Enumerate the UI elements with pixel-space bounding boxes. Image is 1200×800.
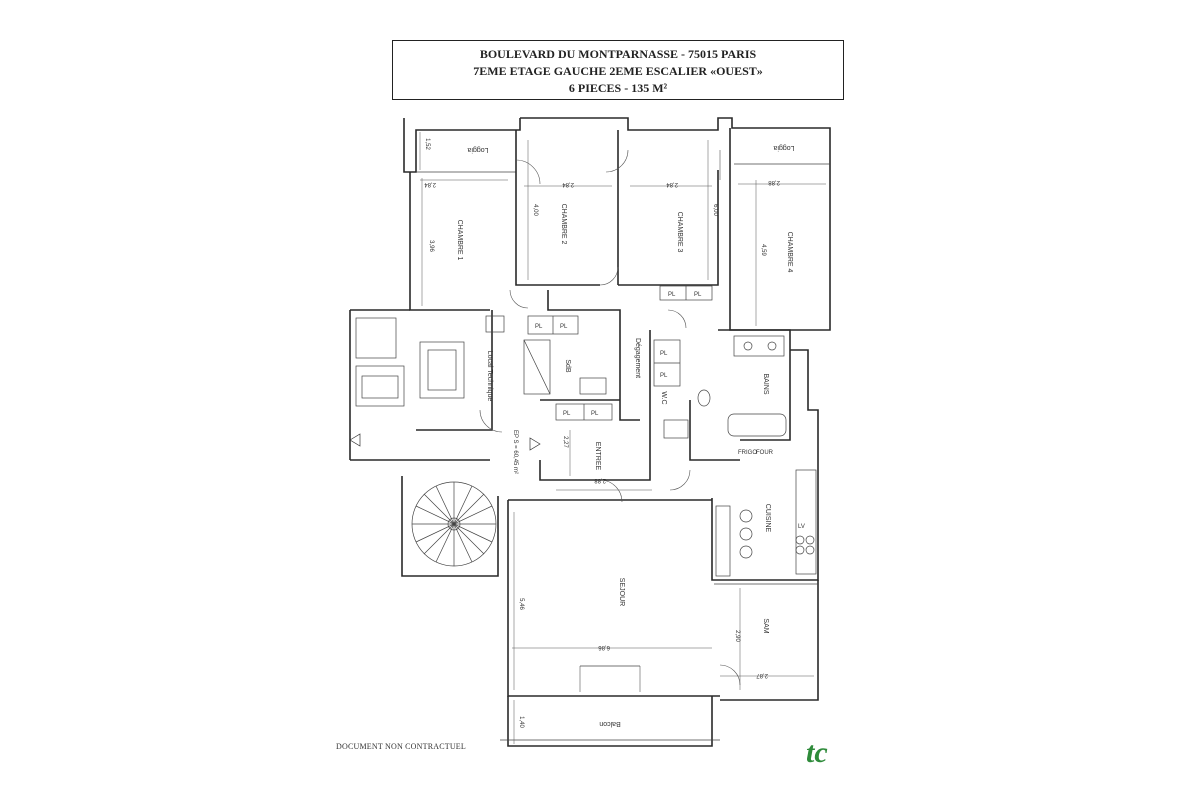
closet-tag: PL	[563, 411, 571, 417]
closet-tag: PL	[591, 411, 599, 417]
label-local-technique: Local Technique	[486, 351, 493, 402]
label-cuisine: CUISINE	[764, 504, 771, 533]
closet-tag: PL	[668, 292, 676, 298]
label-chambre-3: CHAMBRE 3	[676, 212, 683, 253]
label-loggia-left: Loggia	[467, 146, 488, 153]
label-chambre-1: CHAMBRE 1	[456, 220, 463, 261]
dim-ch1-depth: 3,96	[428, 240, 434, 252]
closet-tag: PL	[660, 373, 668, 379]
dim-sam-width: 2,87	[756, 672, 768, 678]
label-degagement: Dégagement	[634, 338, 641, 378]
kitchen-equipment	[714, 469, 818, 585]
dim-sam-depth: 2,90	[734, 630, 740, 642]
label-loggia-right: Loggia	[773, 144, 794, 151]
closet-tag: PL	[660, 351, 668, 357]
label-palier: EP S = 60,45 m²	[512, 430, 518, 474]
dim-entree-width: 2,88	[594, 477, 606, 483]
dim-ch4-width: 2,88	[768, 179, 780, 185]
floor-line: 7EME ETAGE GAUCHE 2EME ESCALIER «OUEST»	[473, 64, 763, 78]
dim-ch4-depth: 4,59	[760, 244, 766, 256]
label-entree: ENTREE	[594, 442, 601, 471]
dim-ch2-width: 2,84	[562, 181, 574, 187]
label-sejour: SEJOUR	[618, 578, 625, 606]
dim-ch3-depth: 6,00	[712, 204, 718, 216]
closet-tag: PL	[694, 292, 702, 298]
dim-sejour-depth: 5,46	[518, 598, 524, 610]
dim-ch1-width: 2,84	[424, 181, 436, 187]
label-bains: BAINS	[762, 373, 769, 394]
kitchen-tag-frigo: FRIGO	[738, 450, 757, 456]
closet-tag: PL	[535, 324, 543, 330]
label-balcon: Balcon	[599, 720, 621, 727]
dim-ch3-width: 2,84	[666, 181, 678, 187]
label-wc: W.C	[660, 391, 667, 404]
label-chambre-4: CHAMBRE 4	[786, 232, 793, 273]
kitchen-tag-lv: LV	[798, 524, 805, 530]
doors	[479, 149, 741, 692]
exterior-walls	[349, 117, 831, 747]
spiral-staircase	[411, 481, 497, 567]
rooms-area-line: 6 PIECES - 135 M²	[568, 81, 668, 95]
dim-entree-height: 2,27	[562, 436, 568, 448]
disclaimer-note: DOCUMENT NON CONTRACTUEL	[336, 742, 466, 751]
kitchen-tag-four: FOUR	[756, 450, 774, 456]
fixtures	[355, 317, 787, 439]
label-sdb: SdB	[564, 359, 571, 373]
dim-sejour-width: 6,86	[598, 644, 610, 650]
address-line: BOULEVARD DU MONTPARNASSE - 75015 PARIS	[479, 47, 757, 61]
entry-arrow-right-icon	[529, 437, 541, 451]
closets	[485, 285, 713, 421]
dim-ch2-depth: 4,00	[532, 204, 538, 216]
label-chambre-2: CHAMBRE 2	[560, 204, 567, 245]
plan-title-box: BOULEVARD DU MONTPARNASSE - 75015 PARIS …	[392, 40, 844, 100]
dim-loggia-depth: 1,52	[424, 138, 430, 150]
dimension-lines	[419, 132, 826, 744]
logo-text: tc	[806, 736, 828, 768]
dim-balcon-depth: 1,40	[518, 716, 524, 728]
entry-arrow-left-icon	[349, 433, 361, 447]
closet-tag: PL	[560, 324, 568, 330]
agency-logo: tc	[806, 736, 828, 768]
label-sam: SAM	[762, 618, 769, 633]
